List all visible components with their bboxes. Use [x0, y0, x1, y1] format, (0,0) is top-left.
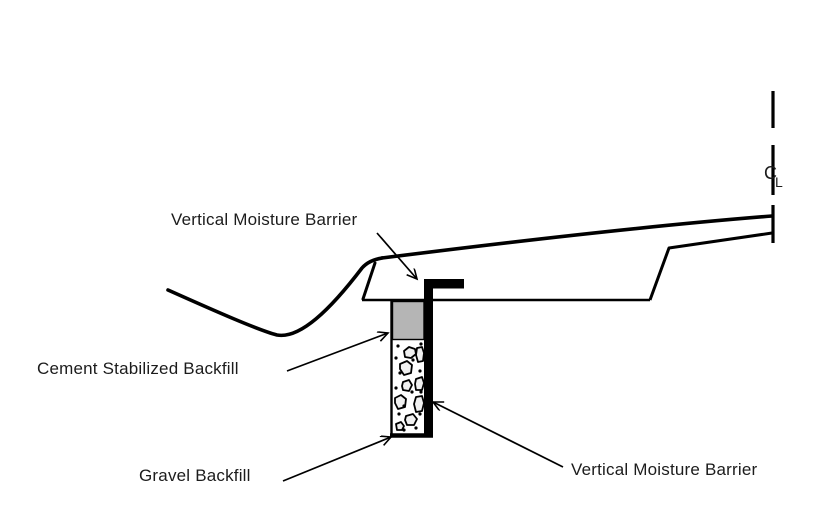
- road-surface-line: [380, 214, 774, 260]
- moisture-barrier-bar: [424, 279, 464, 437]
- centerline-symbol: C L: [764, 163, 783, 190]
- gravel-backfill-area: [394, 346, 425, 431]
- pavement-left-edge: [361, 261, 377, 301]
- arrow-bottom-barrier: [433, 402, 564, 468]
- cement-backfill-rect: [391, 300, 425, 341]
- arrow-top-barrier: [376, 232, 417, 279]
- label-vertical-moisture-barrier-top: Vertical Moisture Barrier: [171, 210, 358, 229]
- centerline-symbol-c: C: [764, 163, 777, 183]
- arrow-cement: [286, 333, 388, 372]
- ground-curve: [166, 256, 384, 338]
- gravel-dots: [394, 342, 423, 432]
- label-cement-stabilized-backfill: Cement Stabilized Backfill: [37, 359, 239, 378]
- pavement-right-edge: [648, 231, 773, 301]
- leader-arrows: [282, 232, 564, 482]
- arrow-gravel: [282, 437, 391, 482]
- label-vertical-moisture-barrier-bottom: Vertical Moisture Barrier: [571, 460, 758, 479]
- centerline-symbol-l: L: [775, 174, 783, 190]
- label-gravel-backfill: Gravel Backfill: [139, 466, 251, 485]
